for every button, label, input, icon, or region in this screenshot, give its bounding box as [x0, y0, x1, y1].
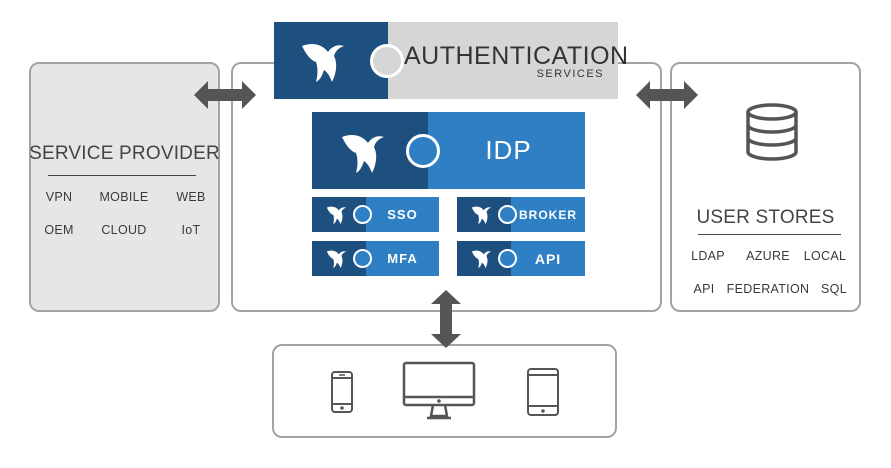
sso-label-block: SSO	[366, 197, 439, 232]
user-store-item: API	[693, 282, 715, 296]
service-provider-item: MOBILE	[99, 190, 149, 204]
double-arrow-right-icon	[636, 80, 698, 110]
auth-text-block	[388, 22, 618, 99]
user-stores-panel	[670, 62, 861, 312]
module-label-api: API	[534, 250, 562, 267]
user-store-item: AZURE	[746, 249, 790, 263]
user-store-item: FEDERATION	[726, 282, 810, 296]
smartphone-icon	[330, 370, 354, 414]
service-provider-panel	[29, 62, 220, 312]
database-icon	[744, 102, 800, 162]
idp-label-block: IDP	[428, 112, 585, 189]
user-store-item: LDAP	[691, 249, 725, 263]
module-label-broker: BROKER	[518, 207, 577, 222]
api-label-block: API	[511, 241, 585, 276]
bird-logo-icon	[470, 203, 492, 225]
bird-logo-icon	[338, 127, 386, 175]
sso-puzzle-knob	[353, 205, 372, 224]
bird-logo-icon	[298, 36, 346, 84]
idp-label: IDP	[485, 135, 532, 165]
bird-logo-icon	[325, 203, 347, 225]
user-store-item: LOCAL	[803, 249, 847, 263]
service-provider-item: OEM	[44, 223, 74, 237]
service-provider-item: IoT	[181, 223, 201, 237]
service-provider-item: CLOUD	[101, 223, 147, 237]
devices-panel	[272, 344, 617, 438]
bird-logo-icon	[325, 247, 347, 269]
service-provider-title: SERVICE PROVIDER	[29, 143, 220, 164]
bird-logo-icon	[470, 247, 492, 269]
mfa-puzzle-knob	[353, 249, 372, 268]
module-label-mfa: MFA	[387, 251, 418, 266]
auth-puzzle-knob	[370, 44, 404, 78]
user-stores-title: USER STORES	[696, 207, 835, 228]
monitor-icon	[402, 361, 476, 423]
api-puzzle-knob	[498, 249, 517, 268]
idp-puzzle-knob	[406, 134, 440, 168]
module-label-sso: SSO	[387, 207, 418, 222]
service-provider-item: VPN	[45, 190, 73, 204]
mfa-label-block: MFA	[366, 241, 439, 276]
user-store-item: SQL	[821, 282, 847, 296]
service-provider-divider	[48, 175, 196, 176]
double-arrow-vertical-icon	[430, 290, 462, 348]
tablet-icon	[526, 367, 560, 417]
service-provider-item: WEB	[176, 190, 206, 204]
user-stores-divider	[698, 234, 841, 235]
broker-label-block: BROKER	[511, 197, 585, 232]
auth-subtitle: SERVICES	[536, 68, 604, 80]
broker-puzzle-knob	[498, 205, 517, 224]
auth-logo-block	[274, 22, 388, 99]
double-arrow-left-icon	[194, 80, 256, 110]
auth-title: AUTHENTICATION	[404, 42, 629, 70]
